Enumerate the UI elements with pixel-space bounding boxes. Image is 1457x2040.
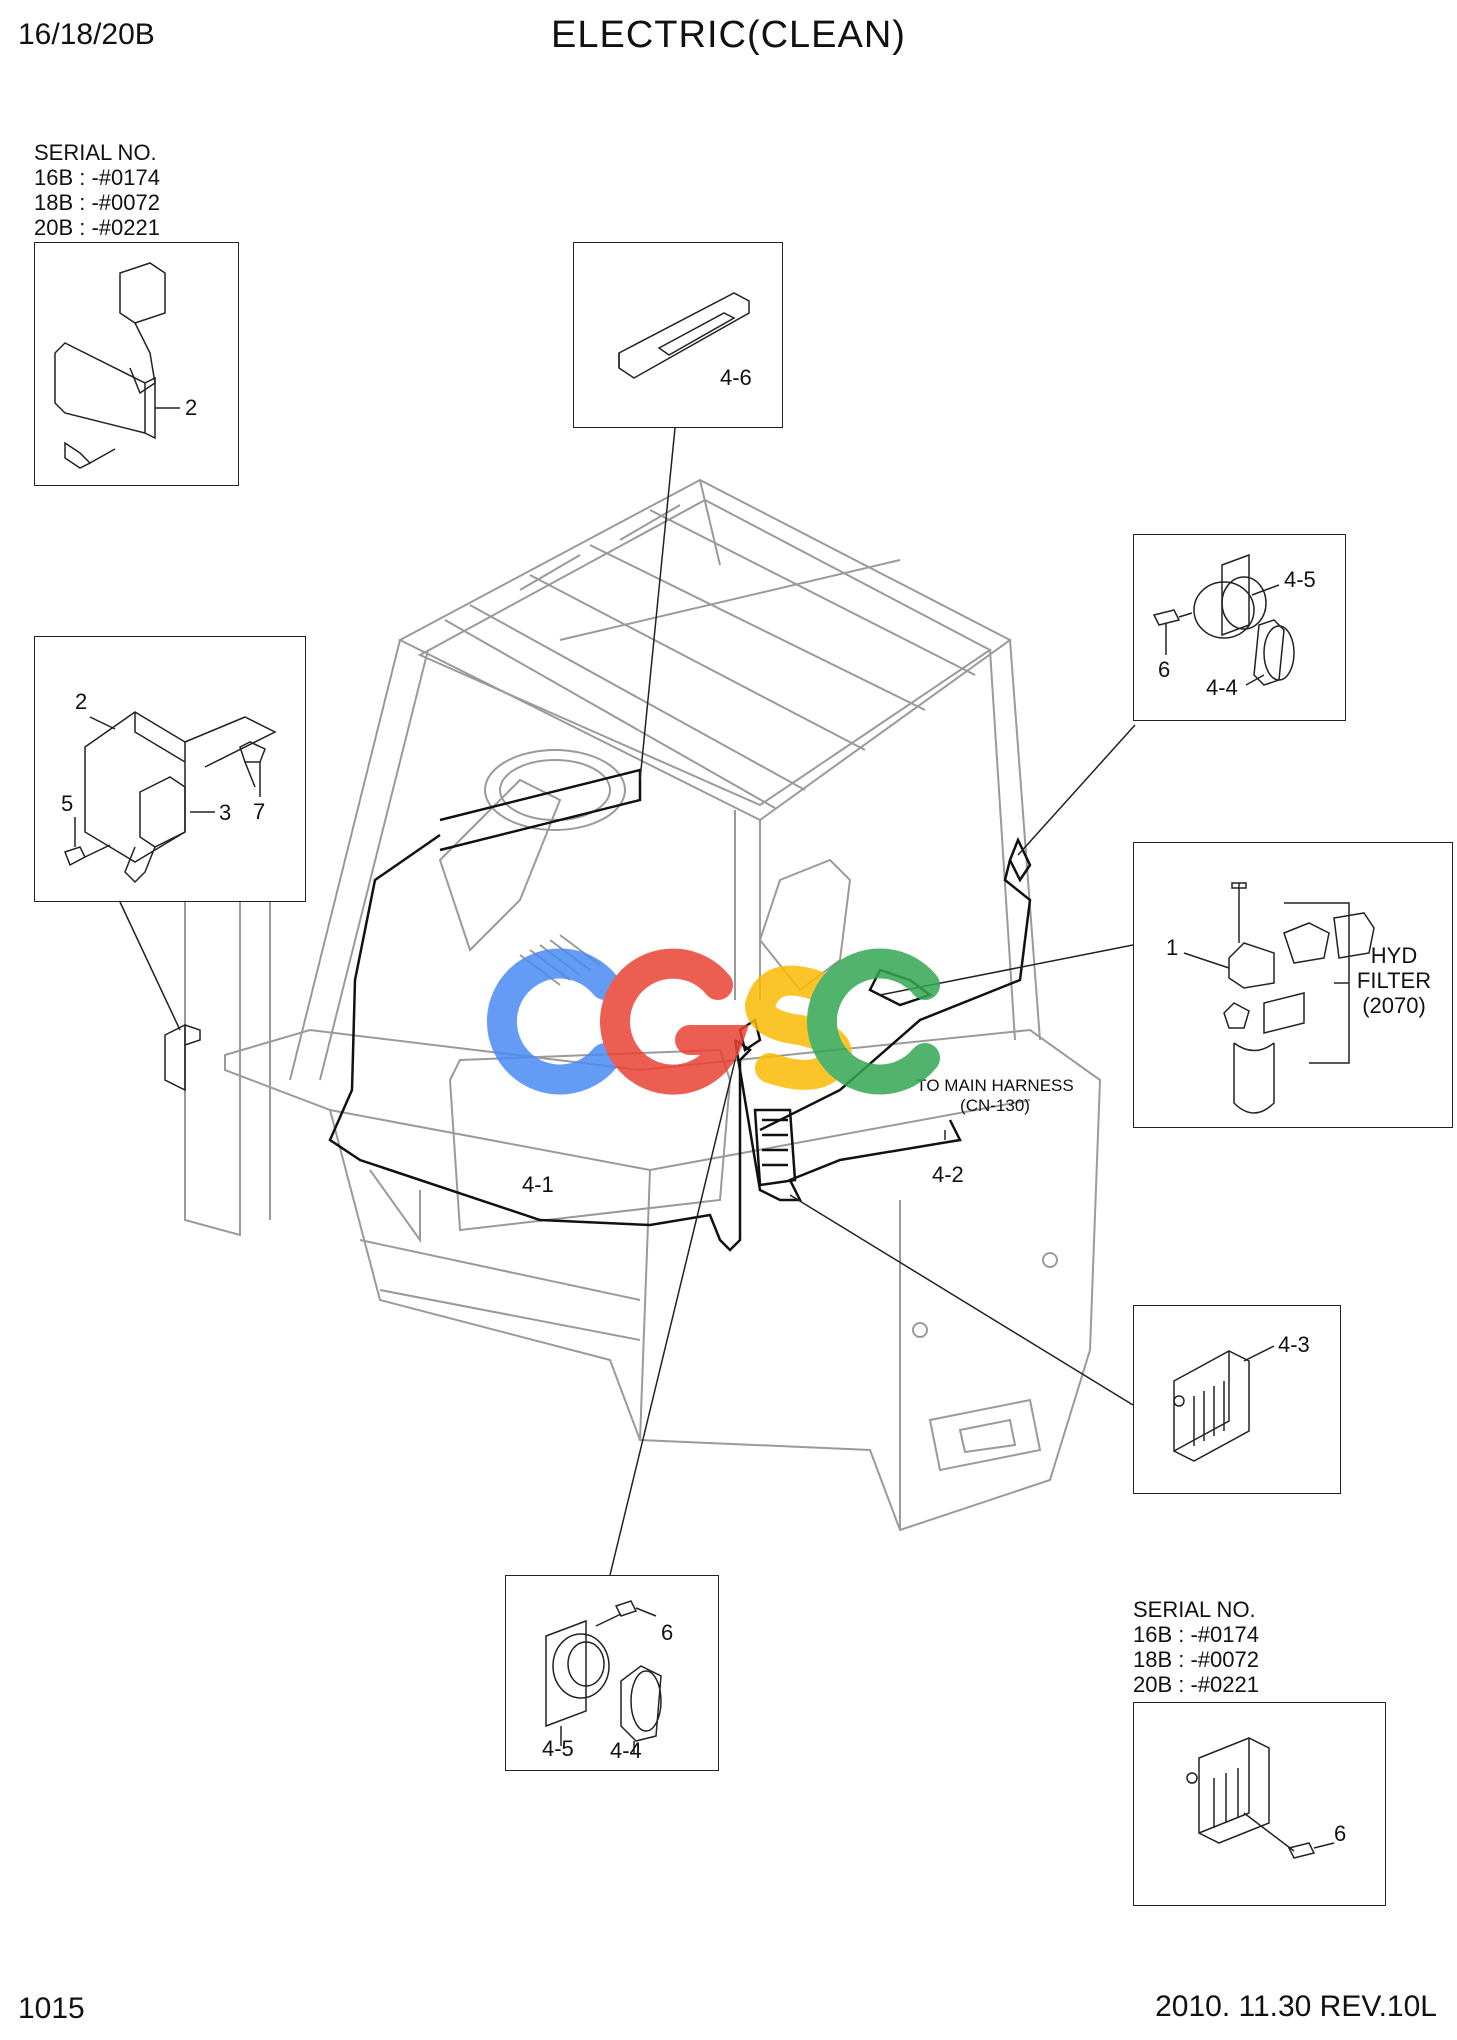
callout-2: 2 [75,689,88,714]
callout-6: 6 [1158,657,1171,682]
callout-4-5: 4-5 [1284,567,1316,592]
callout-4-4: 4-4 [1206,675,1238,700]
callout-2: 2 [185,395,198,420]
callout-4-4: 4-4 [610,1738,642,1763]
detail-box-relay-cover: 4-3 [1133,1305,1341,1494]
revision-date: 2010. 11.30 REV.10L [1155,1990,1437,2023]
leader-lines [119,427,1136,1576]
page-number: 1015 [18,1992,85,2025]
callout-6: 6 [661,1620,674,1645]
wire-label-4-2: 4-2 [932,1162,964,1187]
callout-6: 6 [1334,1821,1347,1846]
detail-box-relay-cover-lower: 6 [1133,1702,1386,1906]
callout-1: 1 [1166,935,1179,960]
forklift-body-outline [184,478,1102,1532]
grip-drawing [618,292,750,379]
relay-cover-drawing [1173,1345,1275,1462]
callout-5: 5 [61,791,74,816]
switch-bracket-drawing [54,262,180,469]
hyd-filter-label: HYD FILTER (2070) [1356,943,1432,1018]
detail-box-grip: 4-6 [573,242,783,428]
hyd-filter-drawing [1183,882,1375,1114]
socket-lower-drawing [545,1600,662,1754]
model-number: 16/18/20B [18,18,155,51]
detail-box-socket-lower: 6 4-5 4-4 [505,1575,719,1771]
callout-4-3: 4-3 [1278,1332,1310,1357]
serial-note-top-left: SERIAL NO. 16B : -#0174 18B : -#0072 20B… [34,140,160,240]
main-harness-note: TO MAIN HARNESS (CN-130) [916,1076,1074,1115]
callout-4-5: 4-5 [542,1736,574,1761]
detail-box-switch-bracket: 2 [34,242,239,486]
detail-box-hyd-filter: 1 HYD FILTER (2070) [1133,842,1453,1128]
limit-switch-drawing [64,711,277,884]
callout-4-6: 4-6 [720,365,752,390]
page-title: ELECTRIC(CLEAN) [551,14,906,56]
callout-7: 7 [253,799,266,824]
socket-right-drawing [1152,553,1295,686]
wire-label-4-1: 4-1 [522,1172,554,1197]
detail-box-socket-right: 4-5 6 4-4 [1133,534,1346,721]
detail-box-limit-switch: 2 3 5 7 [34,636,306,902]
serial-note-bottom-right: SERIAL NO. 16B : -#0174 18B : -#0072 20B… [1133,1597,1259,1697]
wire-harness [328,768,1032,1252]
callout-3: 3 [219,800,232,825]
relay-cover-lower-drawing [1186,1737,1335,1859]
